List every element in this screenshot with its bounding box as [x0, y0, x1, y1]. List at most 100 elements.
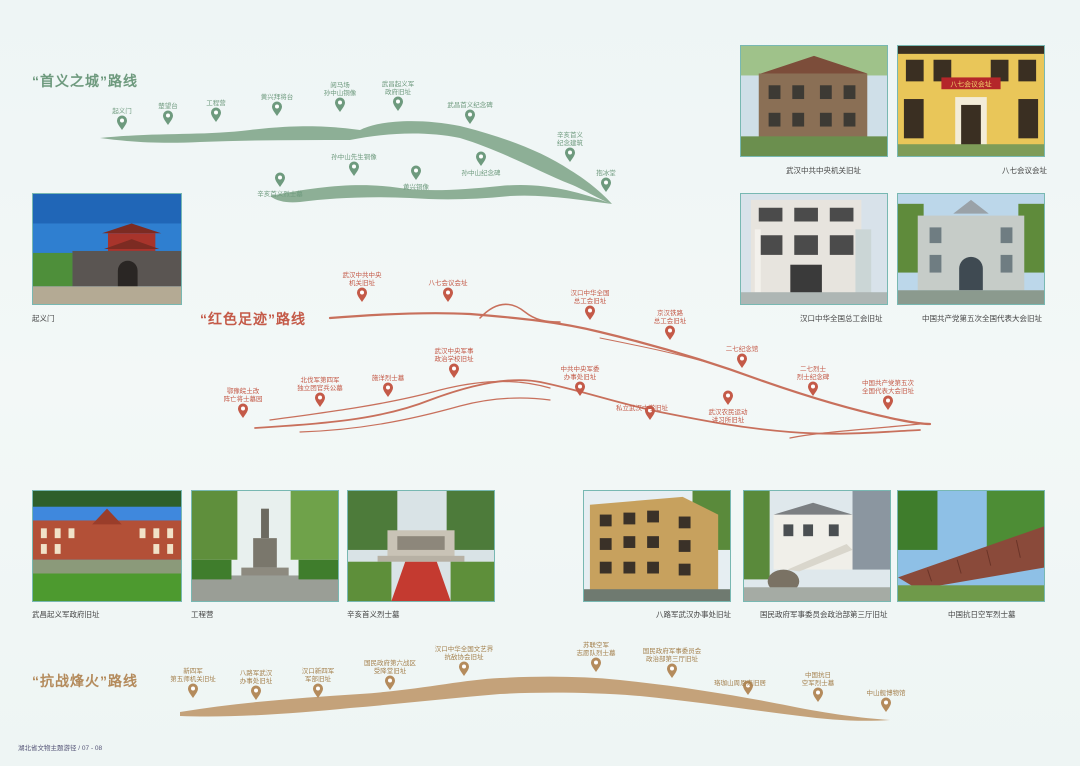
map-pin-dot: [241, 406, 245, 411]
map-pin-icon: [411, 165, 421, 180]
pin-label: 机关旧址: [349, 278, 376, 287]
photo-lieshimu: [347, 490, 495, 602]
route-hongse-pins: 武汉中共中央机关旧址八七会议会址汉口中华全国总工会旧址京汉铁路总工会旧址二七纪念…: [224, 270, 915, 424]
map-pin-dot: [746, 683, 750, 688]
pin-label: 二七纪念馆: [726, 344, 759, 353]
caption-wuda-huizhi: 中国共产党第五次全国代表大会旧址: [922, 314, 1042, 323]
map-pin-icon: [565, 147, 575, 162]
pin-label: 武汉中共中央: [343, 270, 383, 279]
pin-label: 烈士纪念碑: [797, 372, 830, 381]
pin-label: 私立武汉中学旧址: [616, 403, 669, 412]
pin-label: 政治部第三厅旧址: [646, 654, 699, 663]
map-pin-icon: [117, 115, 127, 130]
pin-label: 八路军武汉: [240, 668, 273, 677]
pin-label: 辛亥首义: [557, 130, 584, 139]
map-pin-dot: [414, 168, 418, 173]
map-pin-icon: [601, 177, 611, 192]
pin-label: 中国抗日: [805, 670, 831, 679]
map-pin-dot: [648, 408, 652, 413]
map-pin-dot: [726, 393, 730, 398]
pin-label: 八七会议会址: [429, 278, 469, 287]
photo-wuda-huizhi: [897, 193, 1045, 305]
map-pin-dot: [120, 118, 124, 123]
map-pin-dot: [214, 110, 218, 115]
pin-label: 汉口新四军: [302, 666, 335, 675]
pin-label: 黄兴拜将台: [261, 92, 294, 101]
map-pin-dot: [338, 100, 342, 105]
pin-label: 中国共产党第五次: [862, 378, 915, 387]
map-pin-dot: [479, 154, 483, 159]
map-pin-icon: [881, 697, 891, 712]
map-pin-icon: [315, 392, 325, 407]
map-pin-icon: [476, 151, 486, 166]
map-pin-icon: [813, 687, 823, 702]
map-pin-dot: [578, 384, 582, 389]
pin-label: 国民政府第六战区: [364, 658, 417, 667]
caption-zhonggong-jiguan: 武汉中共中央机关旧址: [786, 166, 861, 175]
caption-baqi-huiyi: 八七会议会址: [1002, 166, 1047, 175]
map-pin-icon: [275, 172, 285, 187]
map-pin-icon: [163, 110, 173, 125]
pin-label: 新四军: [183, 666, 203, 675]
map-pin-dot: [352, 164, 356, 169]
route-hongse-path: [254, 303, 932, 439]
map-pin-dot: [254, 688, 258, 693]
pin-label: 总工会旧址: [574, 296, 607, 305]
baqi-sign-text: 八七会议会址: [950, 79, 991, 88]
pin-label: 苏联空军: [583, 640, 610, 649]
map-pin-icon: [393, 96, 403, 111]
map-pin-dot: [594, 660, 598, 665]
pin-label: 武昌起义军: [382, 79, 415, 88]
page-footer: 湖北省文物主题游径 / 07 - 08: [18, 745, 103, 752]
map-pin-dot: [568, 150, 572, 155]
pin-label: 办事处旧址: [564, 372, 597, 381]
map-pin-dot: [386, 385, 390, 390]
map-pin-icon: [808, 381, 818, 396]
pin-label: 抱冰堂: [596, 168, 616, 177]
caption-balujun: 八路军武汉办事处旧址: [656, 610, 731, 619]
pin-label: 武汉中央军事: [435, 346, 475, 355]
map-pin-icon: [883, 395, 893, 410]
pin-label: 中山舰博物馆: [867, 688, 907, 697]
map-pin-icon: [449, 363, 459, 378]
photo-kongjun-lieshimu: [897, 490, 1045, 602]
map-pin-icon: [188, 683, 198, 698]
pin-label: 中共中央军委: [561, 364, 601, 373]
caption-zonggonghui: 汉口中华全国总工会旧址: [800, 314, 883, 323]
pin-label: 珞珈山周恩来旧居: [714, 678, 767, 687]
map-pin-dot: [740, 356, 744, 361]
map-pin-dot: [884, 700, 888, 705]
pin-label: 独立团官兵公墓: [297, 383, 343, 392]
pin-label: 讲习所旧址: [712, 415, 745, 424]
pin-label: 孙中山先生铜像: [331, 152, 377, 161]
pin-label: 政治学校旧址: [435, 354, 475, 363]
pin-label: 政府旧址: [385, 87, 412, 96]
map-pin-icon: [357, 287, 367, 302]
route-title-kangzhan: “抗战烽火”路线: [32, 673, 138, 689]
photo-baqi-huiyi: 八七会议会址: [897, 45, 1045, 157]
pin-label: 黄兴铜像: [403, 182, 430, 191]
route-shouyi-pins: 起义门楚望台工程营黄兴拜将台阅马场孙中山铜像武昌起义军政府旧址武昌首义纪念碑辛亥…: [112, 79, 616, 198]
map-pin-dot: [462, 664, 466, 669]
caption-kongjun-lieshimu: 中国抗日空军烈士墓: [948, 610, 1016, 619]
pin-label: 第五师机关旧址: [170, 674, 216, 683]
photo-junzhengfu: [32, 490, 182, 602]
map-pin-dot: [360, 290, 364, 295]
map-pin-icon: [665, 325, 675, 340]
caption-gongchengying: 工程营: [191, 610, 214, 619]
pin-label: 鄂豫皖土改: [227, 386, 260, 395]
map-pin-icon: [667, 663, 677, 678]
map-pin-dot: [318, 395, 322, 400]
pin-label: 受降堂旧址: [374, 666, 407, 675]
caption-junzhengfu: 武昌起义军政府旧址: [32, 610, 100, 619]
map-pin-dot: [668, 328, 672, 333]
map-pin-icon: [743, 680, 753, 695]
map-pin-dot: [811, 384, 815, 389]
map-pin-dot: [446, 290, 450, 295]
map-pin-icon: [383, 382, 393, 397]
map-pin-icon: [335, 97, 345, 112]
map-pin-icon: [385, 675, 395, 690]
map-pin-icon: [585, 305, 595, 320]
map-pin-icon: [737, 353, 747, 368]
map-pin-icon: [459, 661, 469, 676]
